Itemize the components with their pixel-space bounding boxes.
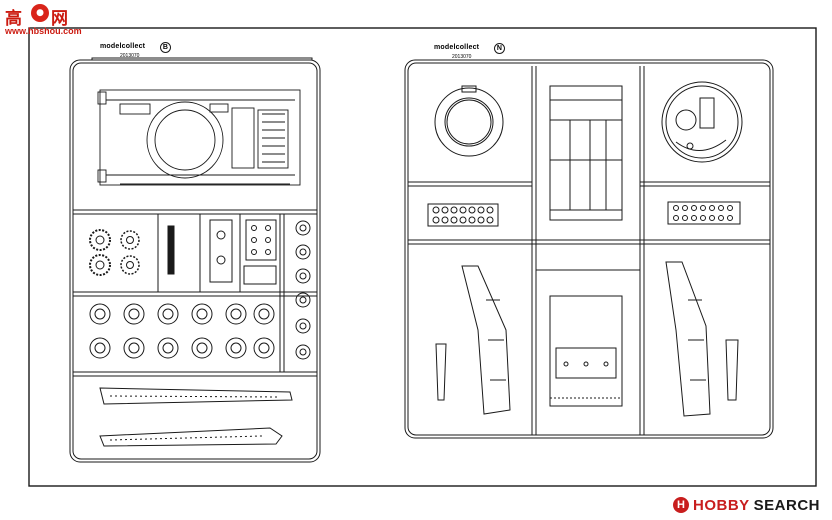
hobbysearch-watermark: H HOBBY SEARCH bbox=[672, 496, 820, 514]
periscope-block-left bbox=[427, 203, 499, 227]
sprue-n-brand: modelcollect bbox=[434, 44, 480, 51]
watermark-search: SEARCH bbox=[753, 496, 820, 514]
hull-front-plate-part bbox=[549, 85, 623, 221]
sprue-n-letter: N bbox=[494, 43, 505, 54]
site-logo[interactable]: 高 ● 网 www.hbshou.com bbox=[5, 4, 82, 42]
bracket-parts bbox=[167, 219, 277, 285]
turret-ring-part bbox=[434, 85, 504, 157]
hull-bottom-part bbox=[549, 295, 623, 407]
side-rail-left-part bbox=[435, 265, 511, 415]
sprue-b-brand: modelcollect bbox=[100, 43, 146, 50]
hull-deck-part bbox=[97, 89, 301, 186]
sprue-b-frame bbox=[69, 57, 321, 463]
side-rail-right-part bbox=[665, 261, 739, 417]
logo-badge-icon: ● bbox=[31, 4, 49, 22]
fender-parts bbox=[99, 387, 293, 447]
road-wheel-parts bbox=[89, 303, 275, 359]
hobbysearch-icon: H bbox=[672, 497, 689, 513]
sprue-n-frame bbox=[404, 59, 774, 439]
sprocket-parts bbox=[89, 229, 140, 276]
logo-title: 高 bbox=[5, 9, 23, 29]
sprue-b-letter: B bbox=[160, 42, 171, 53]
turret-floor-part bbox=[661, 81, 743, 163]
sprue-n-code: 2013070 bbox=[452, 54, 472, 60]
idler-parts bbox=[295, 220, 311, 360]
page-frame bbox=[28, 27, 817, 487]
sprue-b-code: 2013070 bbox=[120, 53, 140, 59]
watermark-hobby: HOBBY bbox=[692, 496, 750, 514]
periscope-block-right bbox=[667, 201, 741, 225]
logo-title-2: 网 bbox=[51, 9, 69, 29]
logo-url: www.hbshou.com bbox=[5, 26, 82, 36]
